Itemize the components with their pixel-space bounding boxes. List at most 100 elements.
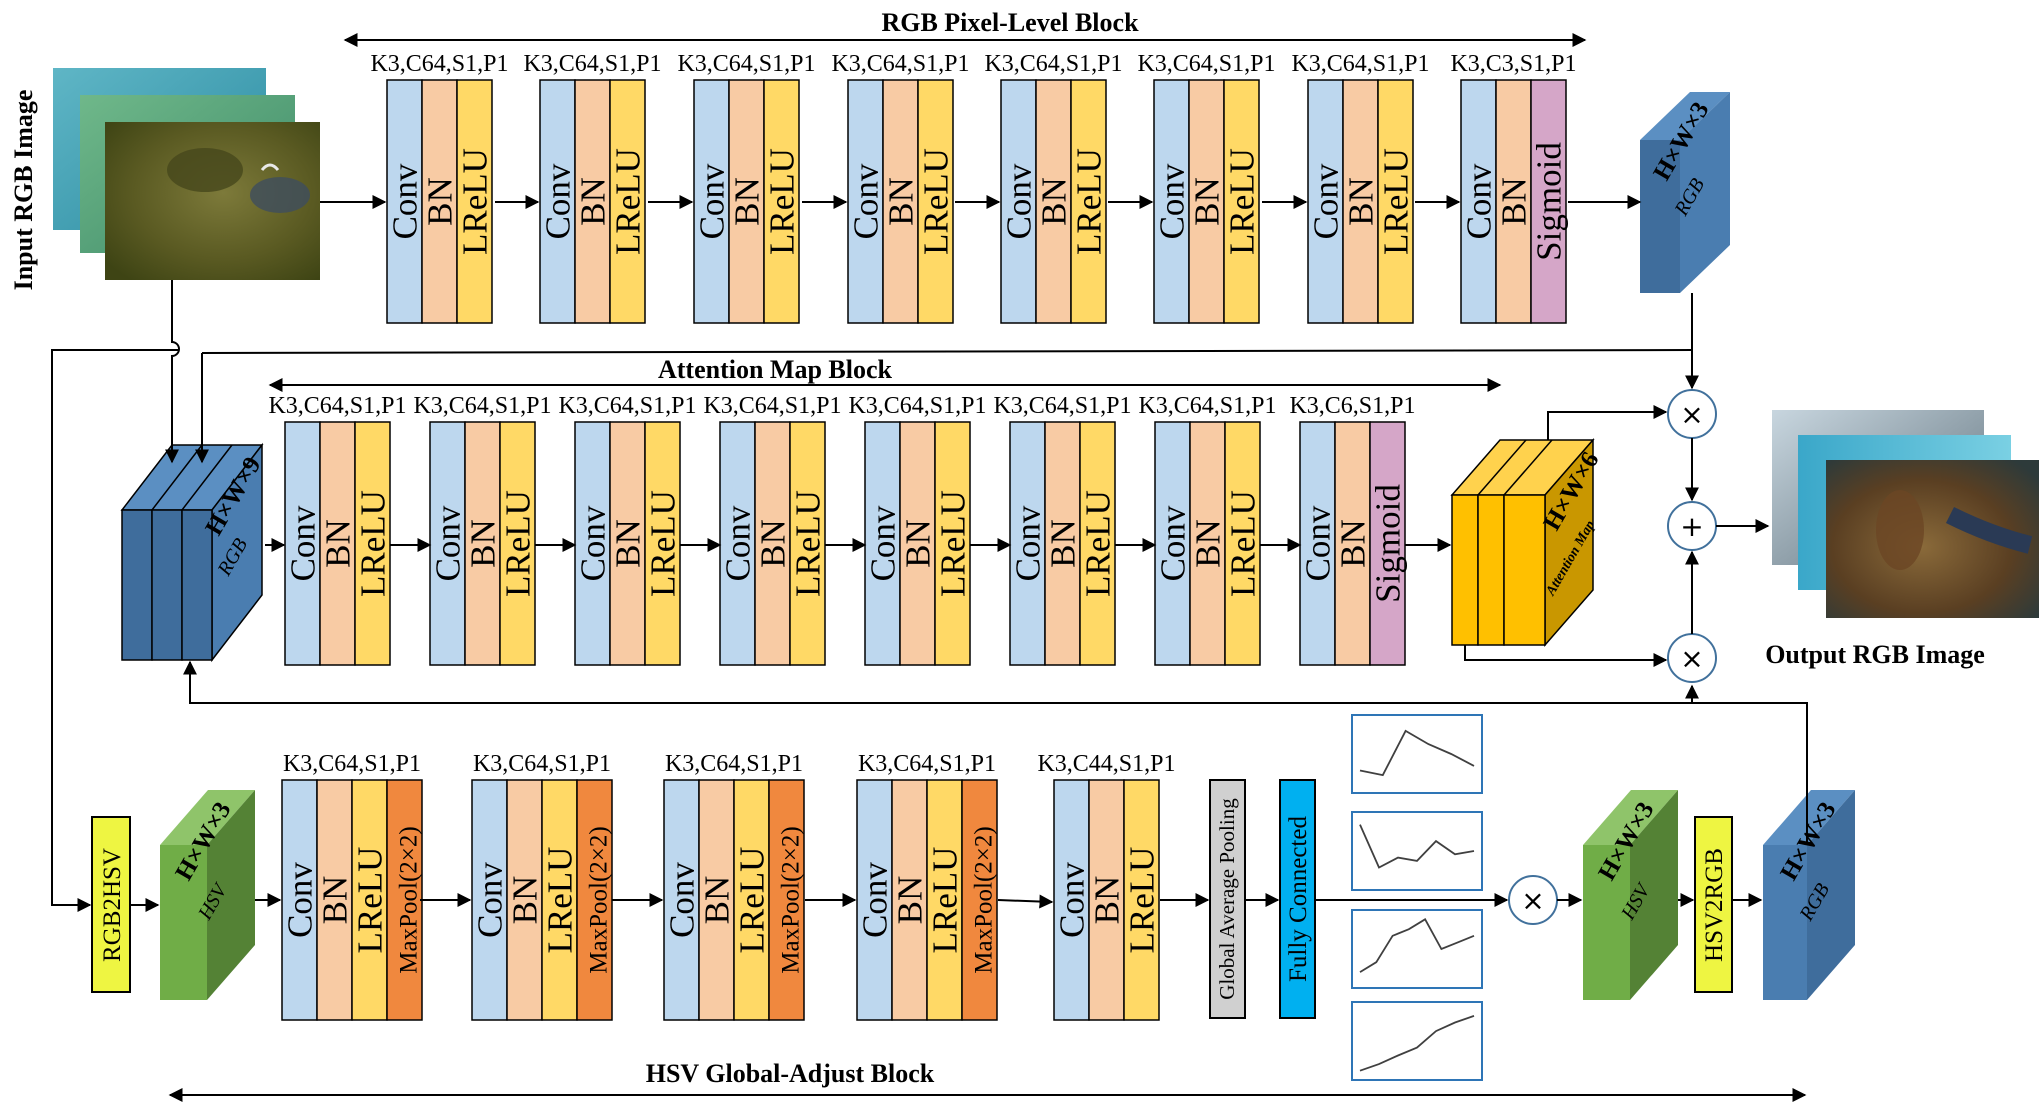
hsv-stack-3-bn-label: BN: [698, 876, 737, 925]
hsv-stack-3-conv-layer: [663, 779, 700, 1021]
attention-stack-4-lrelu-label: LReLU: [789, 490, 828, 597]
attention-stack-3-bn-label: BN: [609, 519, 648, 568]
multiply-bottom-symbol: ×: [1680, 642, 1703, 675]
multiply-bottom: ×: [1667, 633, 1717, 683]
rgb-stack-2-lrelu-label: LReLU: [609, 148, 648, 255]
rgb-stack-6-conv-label: Conv: [1153, 163, 1192, 239]
input-image-label: Input RGB Image: [9, 90, 38, 291]
attention-stack-1-spec: K3,C64,S1,P1: [268, 393, 406, 419]
hsv-stack-2-bn-label: BN: [506, 876, 545, 925]
rgb-pixel-block-label: RGB Pixel-Level Block: [881, 8, 1139, 37]
attention-stack-4-lrelu-layer: [789, 421, 826, 666]
hsv-stack-5-bn-label: BN: [1088, 876, 1127, 925]
hsv-stack-4-conv-layer: [856, 779, 893, 1021]
multiply-top: ×: [1667, 389, 1717, 439]
attention-stack-1-lrelu-layer: [354, 421, 391, 666]
curve-panel-4: [1351, 1001, 1483, 1081]
attention-stack-2-lrelu-label: LReLU: [499, 490, 538, 597]
attention-stack-8-bn-layer: [1334, 421, 1371, 666]
attention-stack-5-conv-label: Conv: [864, 505, 903, 581]
attention-stack-1-lrelu-label: LReLU: [354, 490, 393, 597]
connectors: [51, 195, 1808, 912]
rgb-stack-4-bn-label: BN: [882, 177, 921, 226]
hsv-stack-4-conv-label: Conv: [856, 862, 895, 938]
curve-line-1: [1359, 729, 1475, 777]
hsv-stack-3-lrelu-label: LReLU: [733, 847, 772, 954]
hsv2rgb-box: HSV2RGB: [1694, 816, 1733, 993]
attention-stack-4-conv-label: Conv: [719, 505, 758, 581]
hsv-block-label: HSV Global-Adjust Block: [646, 1059, 935, 1088]
attention-stack-8-conv-label: Conv: [1299, 505, 1338, 581]
attention-stack-1-bn-layer: [319, 421, 356, 666]
rgb-stack-2-bn-layer: [574, 79, 611, 324]
attention-stack-8-sigmoid-label: Sigmoid: [1369, 484, 1408, 603]
attention-stack-3-conv-layer: [574, 421, 611, 666]
curve-panel-2: [1351, 811, 1483, 891]
multiply-hsv: ×: [1508, 875, 1558, 925]
rgb2hsv-label: RGB2HSV: [99, 848, 126, 962]
rgb-stack-7-bn-layer: [1342, 79, 1379, 324]
rgb-stack-2-spec: K3,C64,S1,P1: [523, 51, 661, 77]
hsv-block-title: HSV Global-Adjust Block: [168, 1059, 1807, 1102]
hsv-stack-2-maxpool-layer: [576, 779, 613, 1021]
attention-stack-3-lrelu-label: LReLU: [644, 490, 683, 597]
rgb-stack-4-conv-layer: [847, 79, 884, 324]
rgb-stack-3-spec: K3,C64,S1,P1: [677, 51, 815, 77]
attention-stack-5-spec: K3,C64,S1,P1: [848, 393, 986, 419]
rgb-stack-5-bn-label: BN: [1035, 177, 1074, 226]
attention-stack-3-bn-layer: [609, 421, 646, 666]
hsv-stack-5-spec: K3,C44,S1,P1: [1037, 751, 1175, 777]
rgb-stack-8-sigmoid-label: Sigmoid: [1530, 142, 1569, 261]
attention-stack-1-bn-label: BN: [319, 519, 358, 568]
rgb-stack-7-lrelu-label: LReLU: [1377, 148, 1416, 255]
curve-line-3: [1359, 918, 1475, 973]
hsv-stack-1-spec: K3,C64,S1,P1: [283, 751, 421, 777]
attention-stack-2-spec: K3,C64,S1,P1: [413, 393, 551, 419]
hsv-stack-1-maxpool-layer: [386, 779, 423, 1021]
attention-stack-6-spec: K3,C64,S1,P1: [993, 393, 1131, 419]
add-node: +: [1667, 501, 1717, 551]
rgb-stack-1-conv-label: Conv: [386, 163, 425, 239]
rgb-final-tensor: H×W×3 RGB: [1763, 790, 1855, 1000]
attention-stack-7-spec: K3,C64,S1,P1: [1138, 393, 1276, 419]
rgb-stack-1-lrelu-label: LReLU: [456, 148, 495, 255]
multiply-hsv-symbol: ×: [1521, 884, 1544, 917]
rgb-stack-4-lrelu-label: LReLU: [917, 148, 956, 255]
attention-stack-8-sigmoid-layer: [1369, 421, 1406, 666]
rgb-stack-3-conv-label: Conv: [693, 163, 732, 239]
attention-stack-7-conv-label: Conv: [1154, 505, 1193, 581]
attention-stack-7-lrelu-label: LReLU: [1224, 490, 1263, 597]
rgb-stack-6-bn-layer: [1188, 79, 1225, 324]
rgb-stack-8-sigmoid-layer: [1530, 79, 1567, 324]
hsv-stack-5-lrelu-label: LReLU: [1123, 847, 1162, 954]
rgb2hsv-box: RGB2HSV: [91, 816, 131, 993]
rgb-stack-8-bn-label: BN: [1495, 177, 1534, 226]
hsv-stack-4-maxpool-label: MaxPool(2×2): [971, 826, 998, 973]
rgb-stack-6-lrelu-label: LReLU: [1223, 148, 1262, 255]
hsv-stack-3-conv-label: Conv: [663, 862, 702, 938]
hsv-stack-1-lrelu-label: LReLU: [351, 847, 390, 954]
hsv-stack-2-conv-layer: [471, 779, 508, 1021]
attention-stack-6-conv-layer: [1009, 421, 1046, 666]
add-symbol: +: [1680, 510, 1703, 543]
hsv-stack-3-spec: K3,C64,S1,P1: [665, 751, 803, 777]
attention-stack-6-lrelu-layer: [1079, 421, 1116, 666]
rgb-stack-3-lrelu-label: LReLU: [763, 148, 802, 255]
hsv-stack-4-bn-label: BN: [891, 876, 930, 925]
rgb-stack-6-spec: K3,C64,S1,P1: [1137, 51, 1275, 77]
curve-panel-3: [1351, 909, 1483, 989]
attention-stack-2-bn-layer: [464, 421, 501, 666]
